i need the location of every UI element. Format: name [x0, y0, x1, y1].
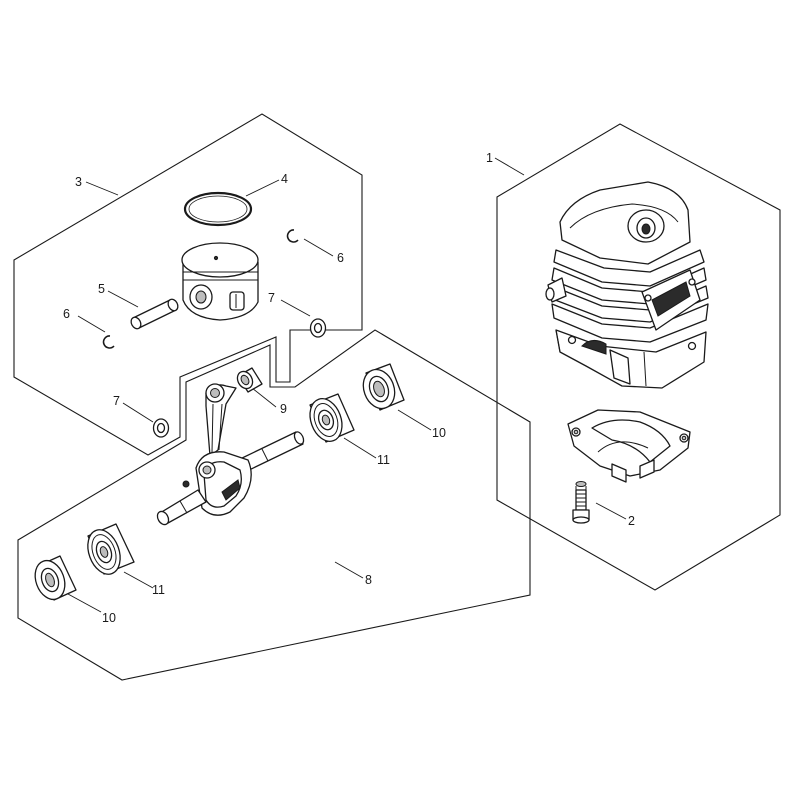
oil-seal-upper — [362, 363, 405, 411]
oil-seal-lower — [34, 555, 77, 601]
needle-bearing — [236, 367, 263, 393]
leader-lines — [67, 157, 627, 613]
piston-ring — [183, 191, 253, 227]
cylinder-group-outline — [496, 123, 781, 591]
washer-upper — [309, 318, 327, 338]
callout-11-lower: 11 — [152, 583, 165, 597]
callout-7-lower: 7 — [113, 394, 120, 408]
callout-labels: 1 2 3 4 5 6 6 7 7 8 9 10 10 11 11 — [63, 151, 635, 625]
callout-10-lower: 10 — [102, 611, 116, 625]
callout-11-upper: 11 — [377, 453, 390, 467]
ball-bearing-upper — [309, 393, 355, 443]
circlip-left — [102, 335, 115, 349]
bolt — [572, 481, 590, 524]
circlip-right — [286, 229, 299, 243]
callout-4: 4 — [281, 172, 288, 186]
piston-pin — [130, 298, 179, 330]
callout-10-upper: 10 — [432, 426, 446, 440]
crankshaft-group-outline — [17, 329, 531, 681]
crankcase-half — [567, 409, 691, 483]
callout-7-upper: 7 — [268, 291, 275, 305]
cylinder — [545, 181, 709, 389]
callout-9: 9 — [280, 402, 287, 416]
callout-8: 8 — [365, 573, 372, 587]
callout-1: 1 — [486, 151, 493, 165]
callout-2: 2 — [628, 514, 635, 528]
callout-3: 3 — [75, 175, 82, 189]
callout-5: 5 — [98, 282, 105, 296]
ball-bearing-lower — [87, 523, 135, 575]
washer-lower — [152, 418, 170, 438]
crankshaft — [156, 383, 305, 526]
callout-6-left: 6 — [63, 307, 70, 321]
piston — [181, 242, 259, 321]
piston-group-outline — [13, 113, 363, 456]
callout-6-right: 6 — [337, 251, 344, 265]
